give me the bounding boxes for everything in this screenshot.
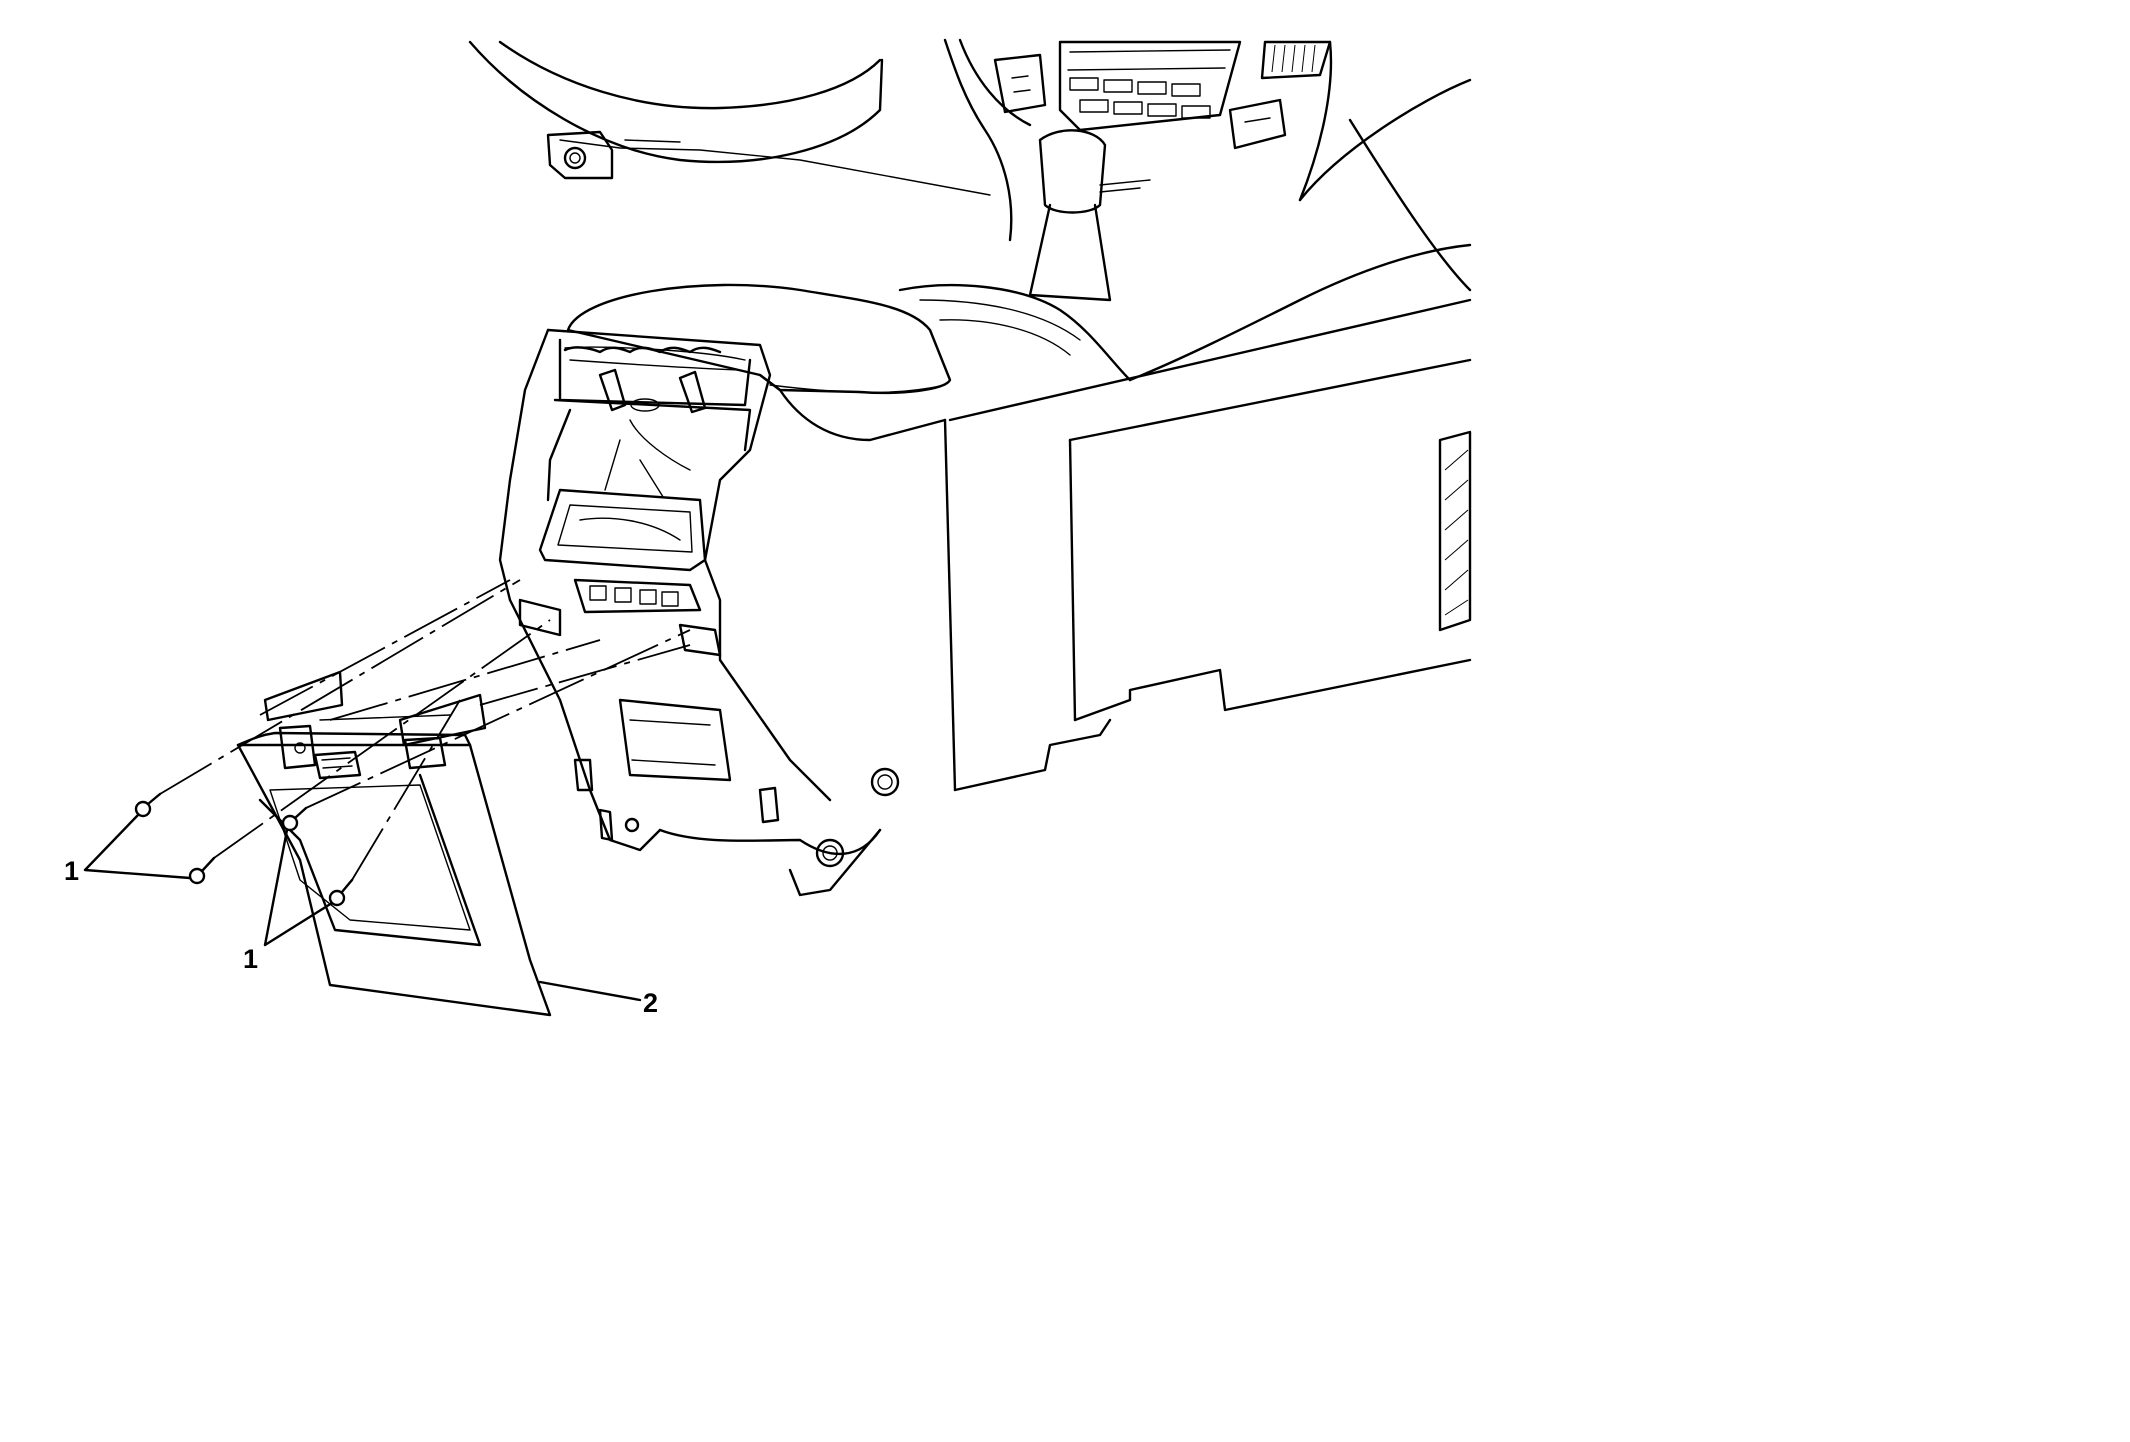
screw-icon xyxy=(134,792,162,818)
fasteners xyxy=(134,792,354,907)
dashboard-lower-trim xyxy=(468,40,991,196)
screw-icon xyxy=(328,878,354,907)
callout-label: 1 xyxy=(243,944,258,974)
callout-2: 2 xyxy=(538,980,658,1018)
armrest-lid xyxy=(566,283,952,442)
alignment-lines xyxy=(159,579,691,881)
screw-icon xyxy=(188,856,216,885)
callout-1-lower: 1 xyxy=(243,828,334,974)
center-stack xyxy=(943,38,1333,242)
callout-label: 1 xyxy=(64,856,79,886)
screw-icon xyxy=(281,806,308,832)
console-side-panel xyxy=(898,78,1472,792)
illustration-stage: 1 1 2 xyxy=(64,38,1472,1018)
gear-shifter xyxy=(1028,129,1151,302)
callout-1-left: 1 xyxy=(64,813,192,886)
callout-label: 2 xyxy=(643,988,658,1018)
console-rear-opening xyxy=(498,328,900,897)
rear-trim-panel xyxy=(236,670,552,1017)
console-removal-diagram: 1 1 2 xyxy=(64,38,1472,1018)
